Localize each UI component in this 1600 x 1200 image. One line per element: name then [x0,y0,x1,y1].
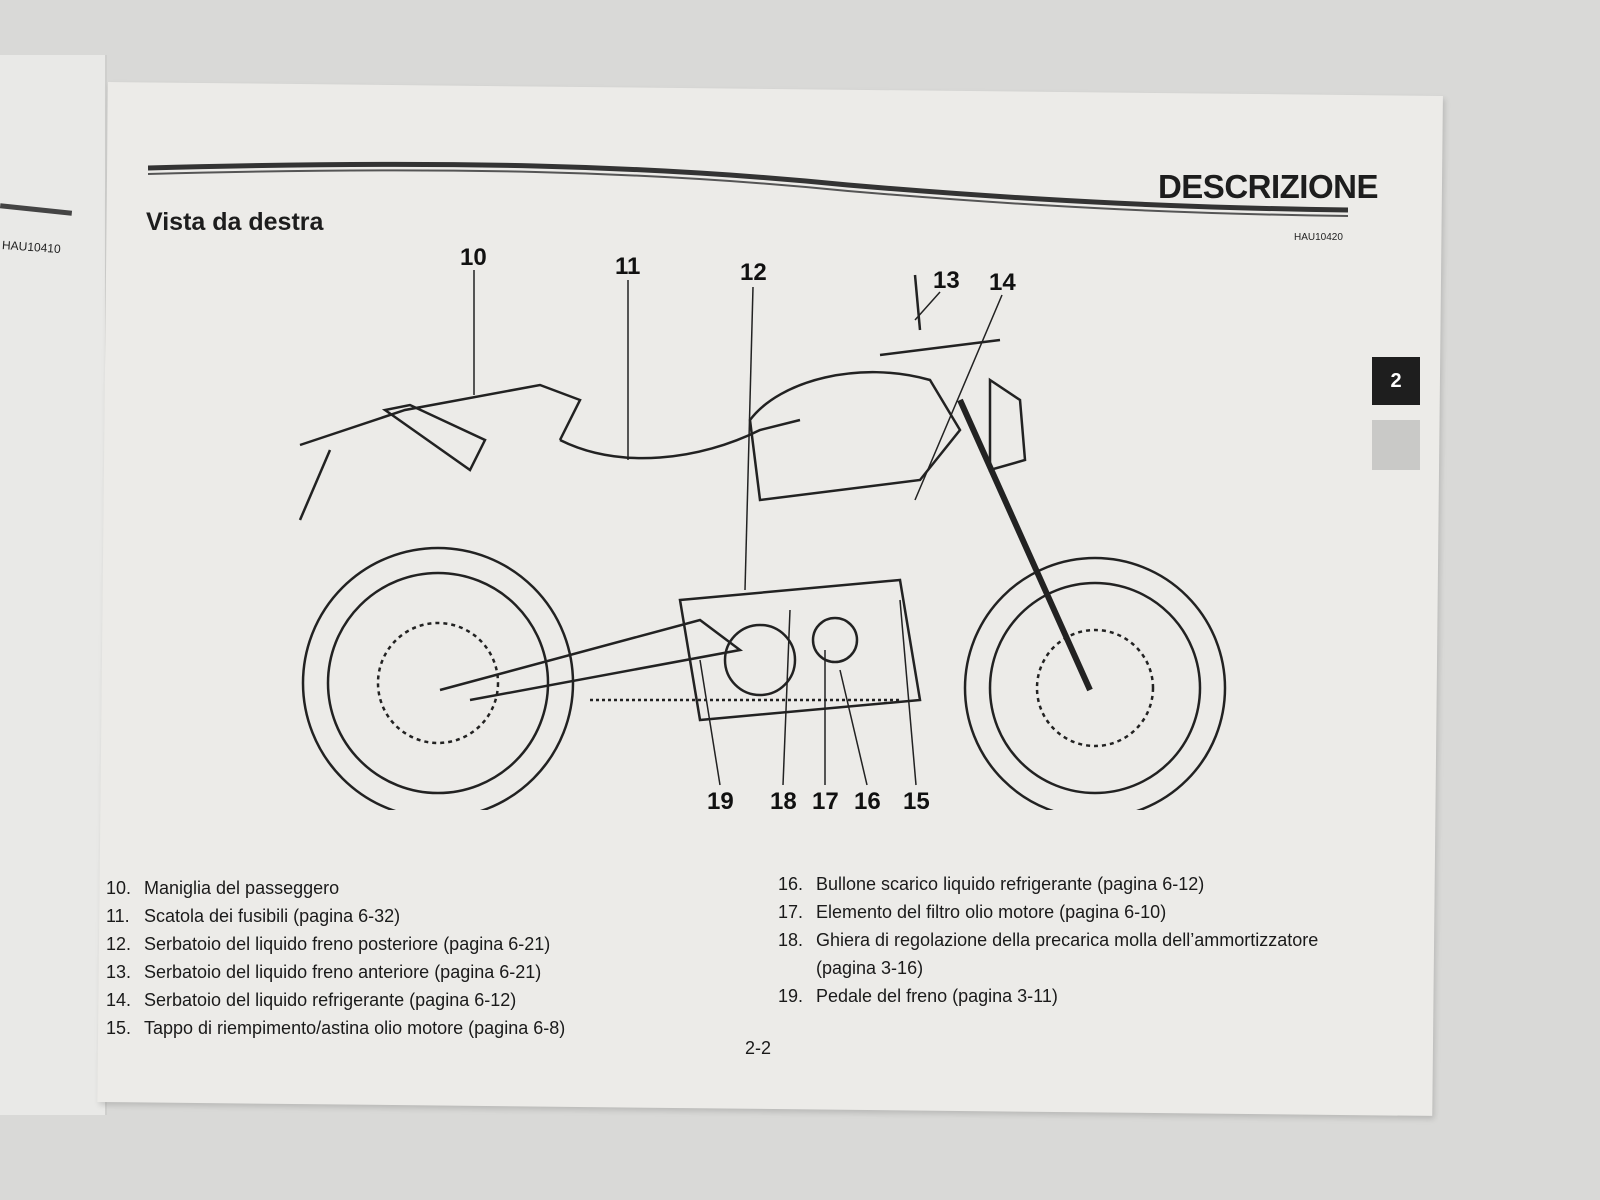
left-page: HAU10410 [0,55,107,1115]
rear-frame [299,383,582,447]
callout-16: 16 [854,788,881,815]
page-number: 2-2 [745,1038,772,1058]
item-text: Bullone scarico liquido refrigerante (pa… [816,874,1205,894]
seat [559,418,801,460]
item-text: Serbatoio del liquido freno posteriore (… [144,934,551,954]
item-text: Tappo di riempimento/astina olio motore … [144,1018,566,1038]
parts-list-right: 16. Bullone scarico liquido refrigerante … [778,870,1378,1010]
callout-10: 10 [460,244,487,271]
page-heading: Vista da destra [146,208,324,236]
item-number: 13. [106,962,132,982]
item-text: Maniglia del passeggero [144,878,340,898]
item-text: Serbatoio del liquido freno anteriore (p… [144,962,542,982]
chapter-tab-blank [1372,420,1420,470]
front-wheel [963,556,1227,810]
item-number: 16. [778,874,804,894]
callout-13: 13 [933,267,960,294]
callout-18: 18 [770,788,797,815]
callout-12: 12 [740,259,767,286]
list-item: 13. Serbatoio del liquido freno anteriore… [106,958,565,986]
header-wave-rule [148,161,1348,217]
item-number: 17. [778,902,804,922]
list-item: 15. Tappo di riempimento/astina olio moto… [106,1014,565,1042]
list-item: 14. Serbatoio del liquido refrigerante (p… [106,986,565,1014]
callout-17: 17 [812,788,839,815]
chapter-tab: 2 [1372,357,1420,405]
list-item: 18. Ghiera di regolazione della precarica… [778,926,1378,982]
callout-19: 19 [707,788,734,815]
list-item: 11. Scatola dei fusibili (pagina 6-32) [106,902,565,930]
handlebar [879,338,1001,357]
engine [678,578,922,722]
parts-list-left: 10. Maniglia del passeggero 11. Scatola de… [106,874,565,1042]
list-item: 16. Bullone scarico liquido refrigerante … [778,870,1378,898]
fuel-tank [748,370,962,502]
item-number: 18. [778,930,804,950]
item-text: Scatola dei fusibili (pagina 6-32) [144,906,401,926]
list-item: 17. Elemento del filtro olio motore (pagi… [778,898,1378,926]
list-item: 19. Pedale del freno (pagina 3-11) [778,982,1378,1010]
left-header-rule [0,203,73,216]
list-item: 12. Serbatoio del liquido freno posterior… [106,930,565,958]
callout-14: 14 [989,269,1016,296]
doc-code: HAU10420 [1294,232,1343,243]
callout-11: 11 [615,253,641,280]
rear-wheel [301,546,575,810]
list-item: 10. Maniglia del passeggero [106,874,565,902]
motorcycle-illustration [298,270,1227,810]
item-text: Serbatoio del liquido refrigerante (pagi… [144,990,517,1010]
front-fork [957,398,1093,692]
swingarm [439,618,744,702]
item-number: 15. [106,1018,132,1038]
item-number: 19. [778,986,804,1006]
mirror [913,274,922,331]
item-number: 12. [106,934,132,954]
left-page-code: HAU10410 [1,237,62,257]
item-number: 11. [106,906,130,926]
muffler [381,403,487,472]
item-number: 10. [106,878,132,898]
item-text: Pedale del freno (pagina 3-11) [816,986,1058,1006]
section-title: DESCRIZIONE [1157,168,1379,205]
callout-15: 15 [903,788,930,815]
item-number: 14. [106,990,132,1010]
headlight [988,377,1027,472]
item-text: Elemento del filtro olio motore (pagina … [816,902,1167,922]
item-text: Ghiera di regolazione della precarica mo… [816,930,1319,978]
